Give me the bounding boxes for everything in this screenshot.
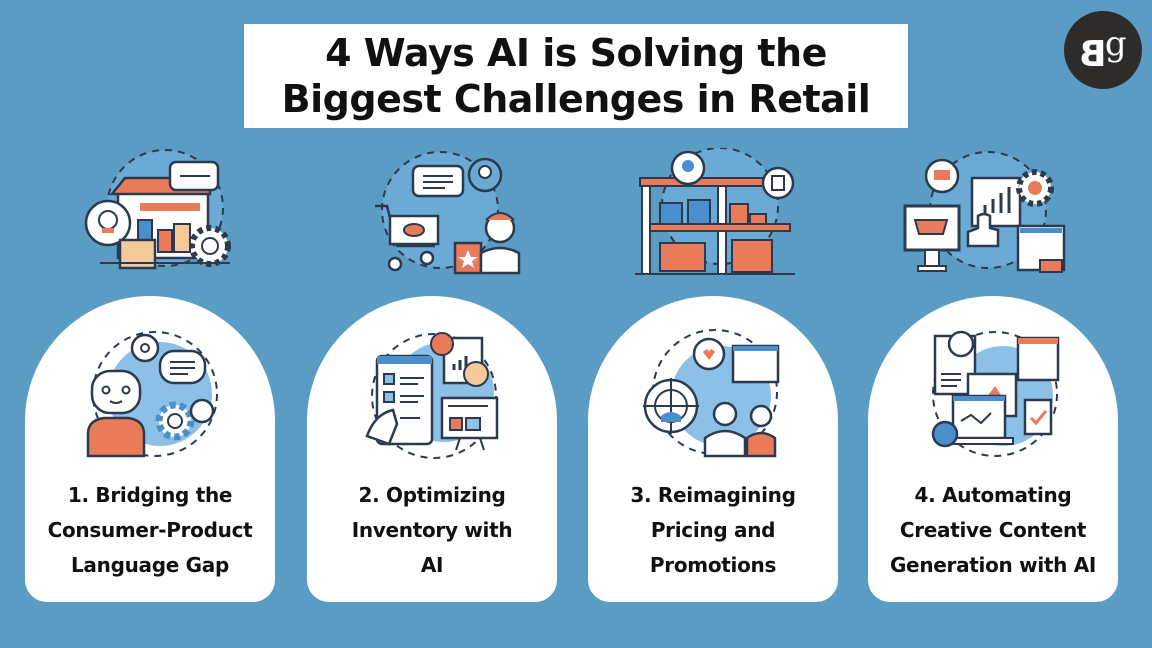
card-title: 3. Reimagining Pricing and Promotions bbox=[588, 478, 838, 583]
card-optimizing-inventory: 2. Optimizing Inventory with AI bbox=[307, 296, 557, 602]
card-title-line: Generation with AI bbox=[889, 553, 1097, 577]
store-support-icon bbox=[84, 149, 231, 270]
card-title-line: Language Gap bbox=[70, 553, 229, 577]
card-creative-content: 4. Automating Creative Content Generatio… bbox=[868, 296, 1118, 602]
page-title: 4 Ways AI is Solving the Biggest Challen… bbox=[244, 24, 908, 128]
card-title-line: Inventory with bbox=[351, 518, 513, 542]
ecommerce-analytics-icon bbox=[903, 151, 1066, 273]
warehouse-shelves-icon bbox=[635, 148, 795, 275]
logo-letter-g: g bbox=[1104, 24, 1127, 64]
card-title-line: 3. Reimagining bbox=[630, 483, 796, 507]
card-title-line: Pricing and bbox=[650, 518, 776, 542]
card-title: 2. Optimizing Inventory with AI bbox=[307, 478, 557, 583]
card-title: 4. Automating Creative Content Generatio… bbox=[868, 478, 1118, 583]
card-title-line: Creative Content bbox=[899, 518, 1087, 542]
inventory-checklist-icon bbox=[365, 332, 499, 459]
title-line-2: Biggest Challenges in Retail bbox=[281, 77, 871, 121]
targeting-pricing-icon bbox=[643, 329, 780, 458]
card-title-line: Promotions bbox=[649, 553, 777, 577]
card-title: 1. Bridging the Consumer-Product Languag… bbox=[25, 478, 275, 583]
card-pricing-promotions: 3. Reimagining Pricing and Promotions bbox=[588, 296, 838, 602]
card-title-line: AI bbox=[420, 553, 444, 577]
card-title-line: 2. Optimizing bbox=[358, 483, 506, 507]
content-generation-icon bbox=[931, 330, 1060, 457]
card-consumer-language-gap: 1. Bridging the Consumer-Product Languag… bbox=[25, 296, 275, 602]
logo-letter-b: B bbox=[1079, 33, 1107, 75]
brand-logo: B g bbox=[1064, 11, 1142, 89]
card-title-line: 1. Bridging the bbox=[67, 483, 233, 507]
card-title-line: Consumer-Product bbox=[47, 518, 253, 542]
card-title-line: 4. Automating bbox=[914, 483, 1072, 507]
title-line-1: 4 Ways AI is Solving the bbox=[325, 31, 827, 75]
chatbot-icon bbox=[86, 331, 218, 458]
shopping-assistant-icon bbox=[375, 151, 521, 275]
